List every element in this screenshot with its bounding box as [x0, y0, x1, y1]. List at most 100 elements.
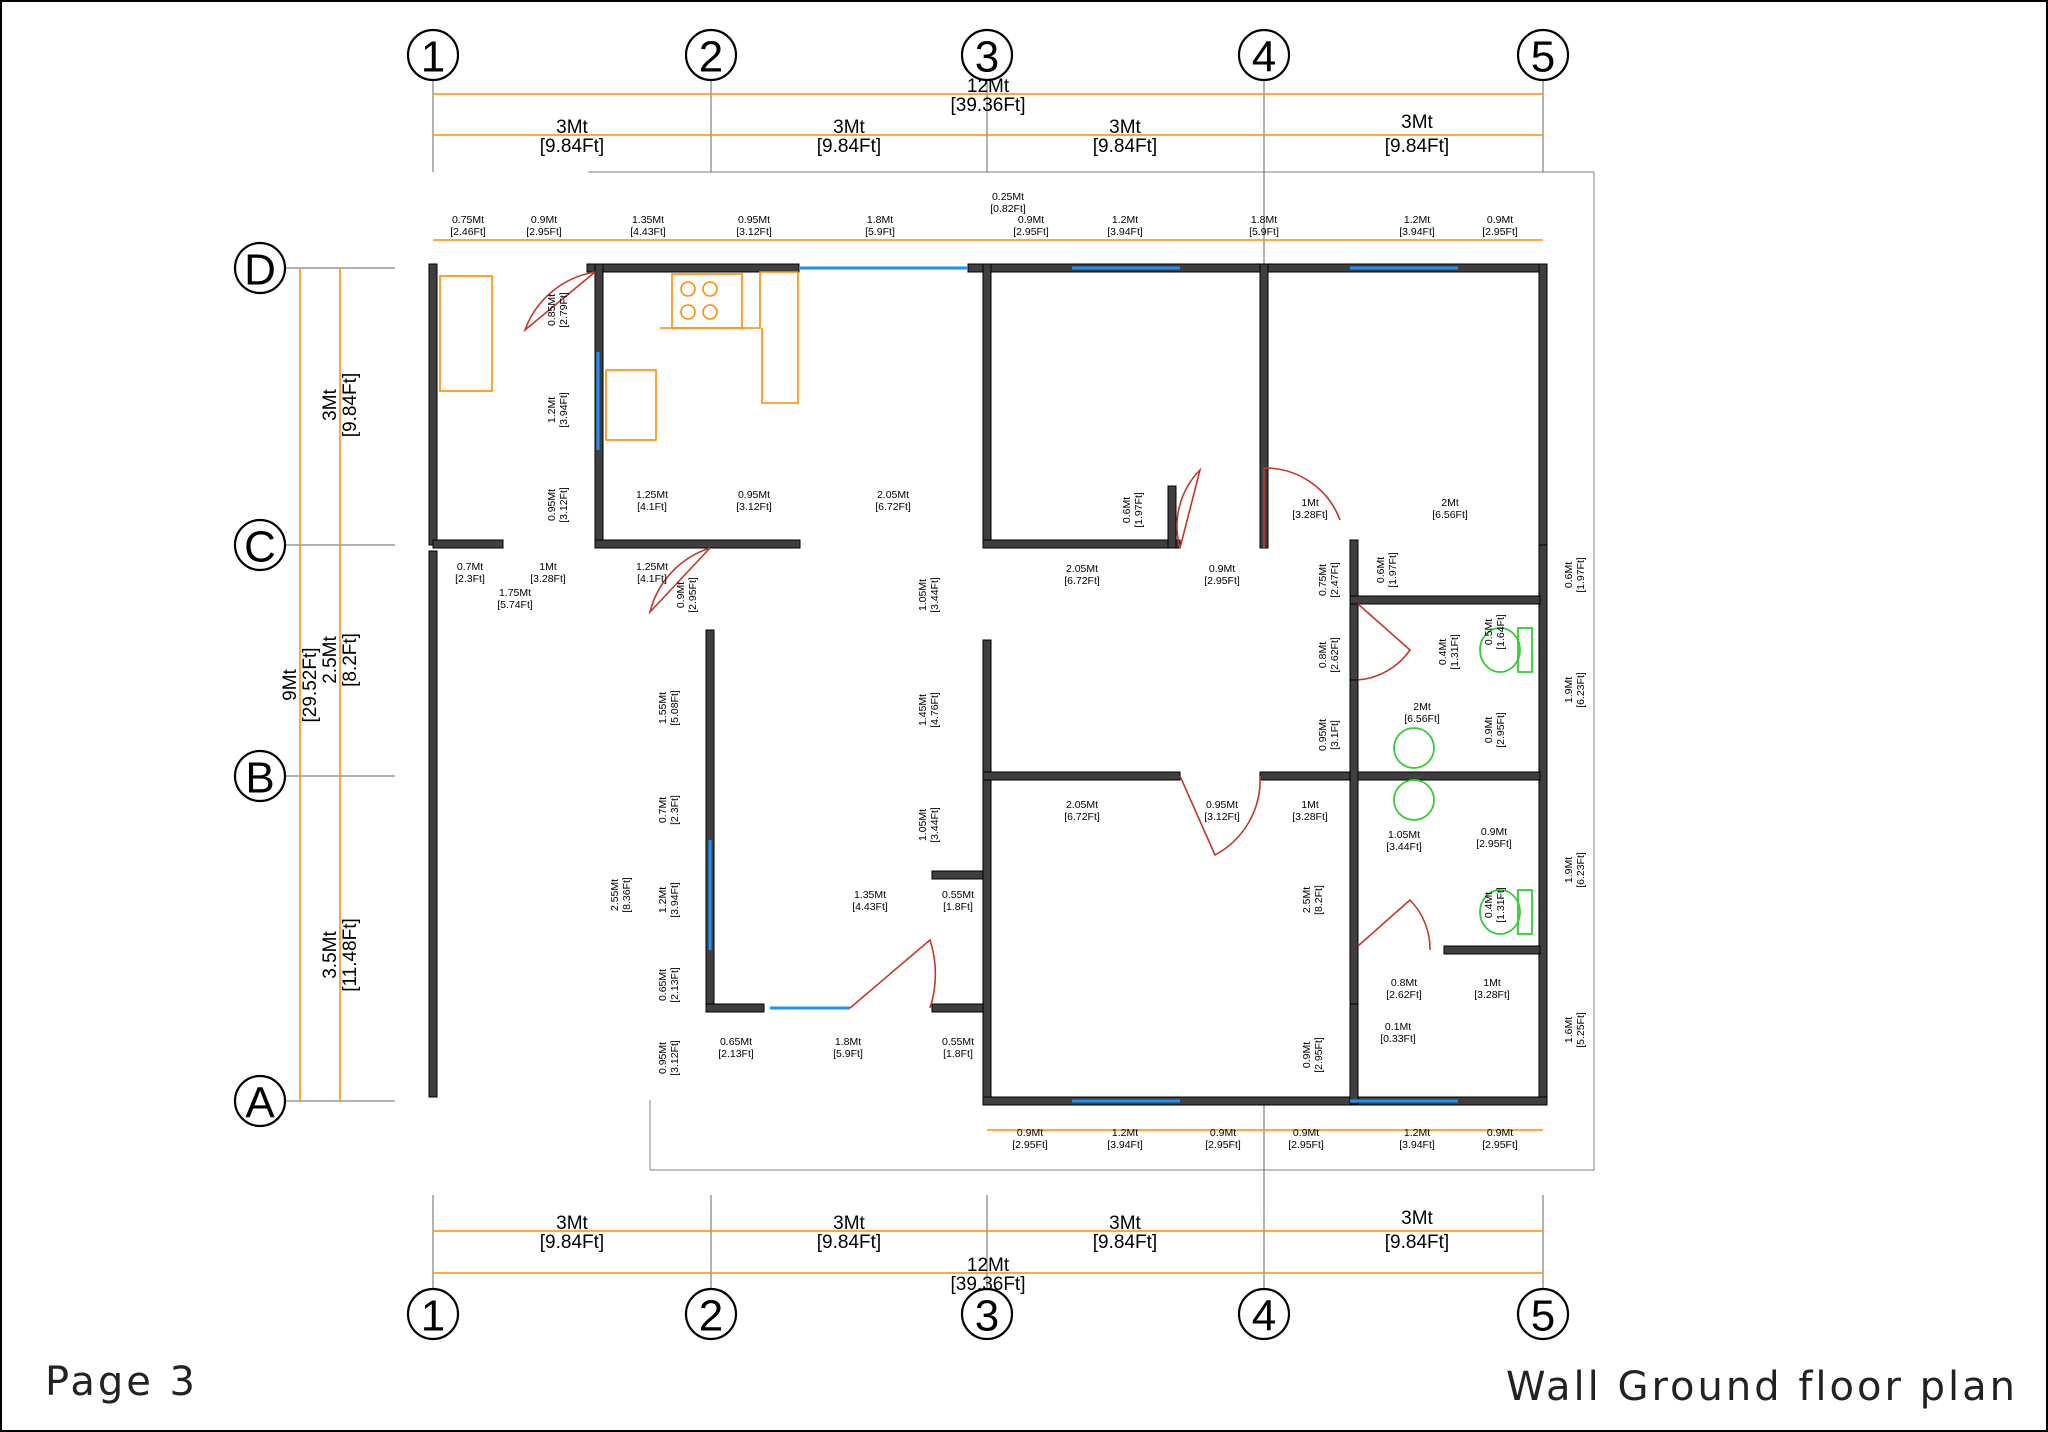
- grid-bubble-B: [233, 749, 287, 803]
- dim-interior-18-ft: [2.13Ft]: [669, 967, 681, 1003]
- grid-bubble-4-top: [1237, 28, 1291, 82]
- dim-bottom-seg-6-m: 0.9Mt: [1487, 1127, 1513, 1139]
- dim-interior-32-ft: [1.97Ft]: [1387, 552, 1399, 588]
- dim-label-bay-1-ft: [9.84Ft]: [540, 136, 604, 157]
- dim-bottom-seg-1-ft: [2.95Ft]: [1012, 1139, 1048, 1151]
- dim-interior-53-m: 0.9Mt: [1301, 1042, 1313, 1068]
- dim-interior-8-m: 1Mt: [539, 561, 557, 573]
- door-bath1: [1357, 603, 1412, 681]
- door-entry: [849, 938, 937, 1009]
- dim-interior-6-ft: [6.72Ft]: [875, 501, 911, 513]
- dim-top-seg-6-ft: [0.82Ft]: [990, 203, 1026, 215]
- dim-top-seg-1-m: 0.75Mt: [452, 214, 484, 226]
- dim-interior-3-ft: [3.12Ft]: [558, 487, 570, 523]
- toilet-2-icon: [1479, 889, 1521, 935]
- site-outline: [588, 171, 1595, 1171]
- dim-interior-29-ft: [3.28Ft]: [1292, 509, 1328, 521]
- dim-interior-53-ft: [2.95Ft]: [1313, 1037, 1325, 1073]
- wall-bedroom-top: [982, 771, 1181, 781]
- dim-interior-52-ft: [5.25Ft]: [1575, 1012, 1587, 1048]
- dim-interior-4-m: 1.25Mt: [636, 489, 668, 501]
- sanitary-fixtures: [1393, 627, 1533, 935]
- dim-interior-44-ft: [3.44Ft]: [1386, 841, 1422, 853]
- dim-interior-1-ft: [2.79Ft]: [558, 292, 570, 328]
- dim-bottom-seg-5-m: 1.2Mt: [1404, 1127, 1430, 1139]
- dim-label-left-ba-m: 3.5Mt: [320, 931, 341, 979]
- wall-bedroom-divider: [1349, 1003, 1359, 1105]
- dim-label-overall-top-m: 12Mt: [967, 76, 1010, 97]
- dim-label-bay-4-ft: [9.84Ft]: [1385, 136, 1449, 157]
- dim-label-left-total-m: 9Mt: [280, 668, 301, 700]
- dim-label-bay-1-bottom-m: 3Mt: [556, 1213, 588, 1234]
- dim-interior-40-m: 0.9Mt: [1483, 717, 1495, 743]
- grid-label-1-bottom: 1: [421, 1292, 445, 1341]
- dim-interior-39-m: 0.95Mt: [1317, 719, 1329, 751]
- dim-bottom-seg-2-ft: [3.94Ft]: [1107, 1139, 1143, 1151]
- wall-hall-left: [705, 629, 715, 1011]
- dim-interior-34-m: 0.8Mt: [1317, 642, 1329, 668]
- toilet-1-tank-icon: [1517, 627, 1533, 673]
- dim-top-seg-4-m: 0.95Mt: [738, 214, 770, 226]
- grid-label-A: A: [245, 1079, 275, 1128]
- dim-label-bay-3-bottom-ft: [9.84Ft]: [1093, 1232, 1157, 1253]
- dim-label-bay-1-m: 3Mt: [556, 117, 588, 138]
- grid-label-5-bottom: 5: [1531, 1292, 1555, 1341]
- dim-bottom-segments: 0.9Mt [2.95Ft] 1.2Mt [3.94Ft] 0.9Mt [2.9…: [987, 1127, 1543, 1151]
- dim-label-bay-3-ft: [9.84Ft]: [1093, 136, 1157, 157]
- dim-label-bay-4-m: 3Mt: [1401, 112, 1433, 133]
- dim-interior-11-m: 0.9Mt: [675, 582, 687, 608]
- kitchen-counter: [660, 271, 799, 404]
- dim-interior-45-m: 0.9Mt: [1481, 826, 1507, 838]
- dim-label-bay-1-bottom-ft: [9.84Ft]: [540, 1232, 604, 1253]
- dim-interior-29-m: 1Mt: [1301, 497, 1319, 509]
- toilet-1-icon: [1479, 627, 1521, 673]
- dim-interior-13-m: 1.45Mt: [917, 694, 929, 726]
- laundry-sink-icon: [439, 275, 493, 392]
- dim-overall-top: 12Mt [39.36Ft]: [433, 76, 1543, 116]
- grid-label-3-bottom: 3: [975, 1292, 999, 1341]
- dim-interior-19-m: 0.95Mt: [657, 1042, 669, 1074]
- doors: [523, 271, 1431, 1009]
- dim-interior-32-m: 0.6Mt: [1375, 557, 1387, 583]
- dim-interior-40-ft: [2.95Ft]: [1495, 712, 1507, 748]
- dim-bottom-seg-2-m: 1.2Mt: [1112, 1127, 1138, 1139]
- basin-2-icon: [1393, 779, 1435, 821]
- dim-label-left-dc-ft: [9.84Ft]: [340, 373, 361, 437]
- dim-top-seg-8-m: 1.2Mt: [1112, 214, 1138, 226]
- page-label: Page 3: [45, 1359, 198, 1405]
- dim-interior-52-m: 1.6Mt: [1563, 1017, 1575, 1043]
- wall-kitchen-bottom: [594, 539, 801, 549]
- dim-interior-38-m: 2Mt: [1413, 701, 1431, 713]
- dim-interior-22-ft: [1.8Ft]: [943, 901, 973, 913]
- dim-interior-12-ft: [3.44Ft]: [929, 577, 941, 613]
- dim-label-left-ba-ft: [11.48Ft]: [340, 918, 361, 992]
- dim-top-seg-9-ft: [5.9Ft]: [1249, 226, 1279, 238]
- dim-interior-5-ft: [3.12Ft]: [736, 501, 772, 513]
- dim-interior-9-ft: [5.74Ft]: [497, 599, 533, 611]
- door-room1: [1176, 467, 1202, 549]
- dim-top-seg-7-ft: [2.95Ft]: [1013, 226, 1049, 238]
- dim-interior-11-ft: [2.95Ft]: [687, 577, 699, 613]
- dim-label-left-dc-m: 3Mt: [320, 388, 341, 420]
- dim-interior-43-m: 1Mt: [1301, 799, 1319, 811]
- dim-interior-20-m: 2.55Mt: [609, 879, 621, 911]
- dim-interior-17-m: 1.2Mt: [657, 887, 669, 913]
- grid-label-1-top: 1: [421, 33, 445, 82]
- dim-interior-24-ft: [5.9Ft]: [833, 1048, 863, 1060]
- dim-label-left-cb-ft: [8.2Ft]: [340, 633, 361, 687]
- dim-interior-9-m: 1.75Mt: [499, 587, 531, 599]
- dim-interior-28-m: 0.9Mt: [1209, 563, 1235, 575]
- grid-bubbles-bottom: 1 2 3 4 5: [406, 1287, 1570, 1341]
- dim-interior-2-m: 1.2Mt: [546, 397, 558, 423]
- dim-label-bay-2-bottom-m: 3Mt: [833, 1213, 865, 1234]
- wall-left-upper: [428, 263, 438, 546]
- dim-interior-21-m: 1.35Mt: [854, 889, 886, 901]
- dim-interior-48-ft: [1.31Ft]: [1495, 887, 1507, 923]
- wall-bath1-top: [1349, 595, 1541, 605]
- dim-interior-42-m: 0.95Mt: [1206, 799, 1238, 811]
- grid-label-4-top: 4: [1252, 33, 1276, 82]
- dim-interior-25-ft: [1.8Ft]: [943, 1048, 973, 1060]
- dim-interior-36-ft: [1.64Ft]: [1495, 614, 1507, 650]
- dim-interior-46-m: 1.9Mt: [1563, 857, 1575, 883]
- grid-label-D: D: [244, 246, 276, 295]
